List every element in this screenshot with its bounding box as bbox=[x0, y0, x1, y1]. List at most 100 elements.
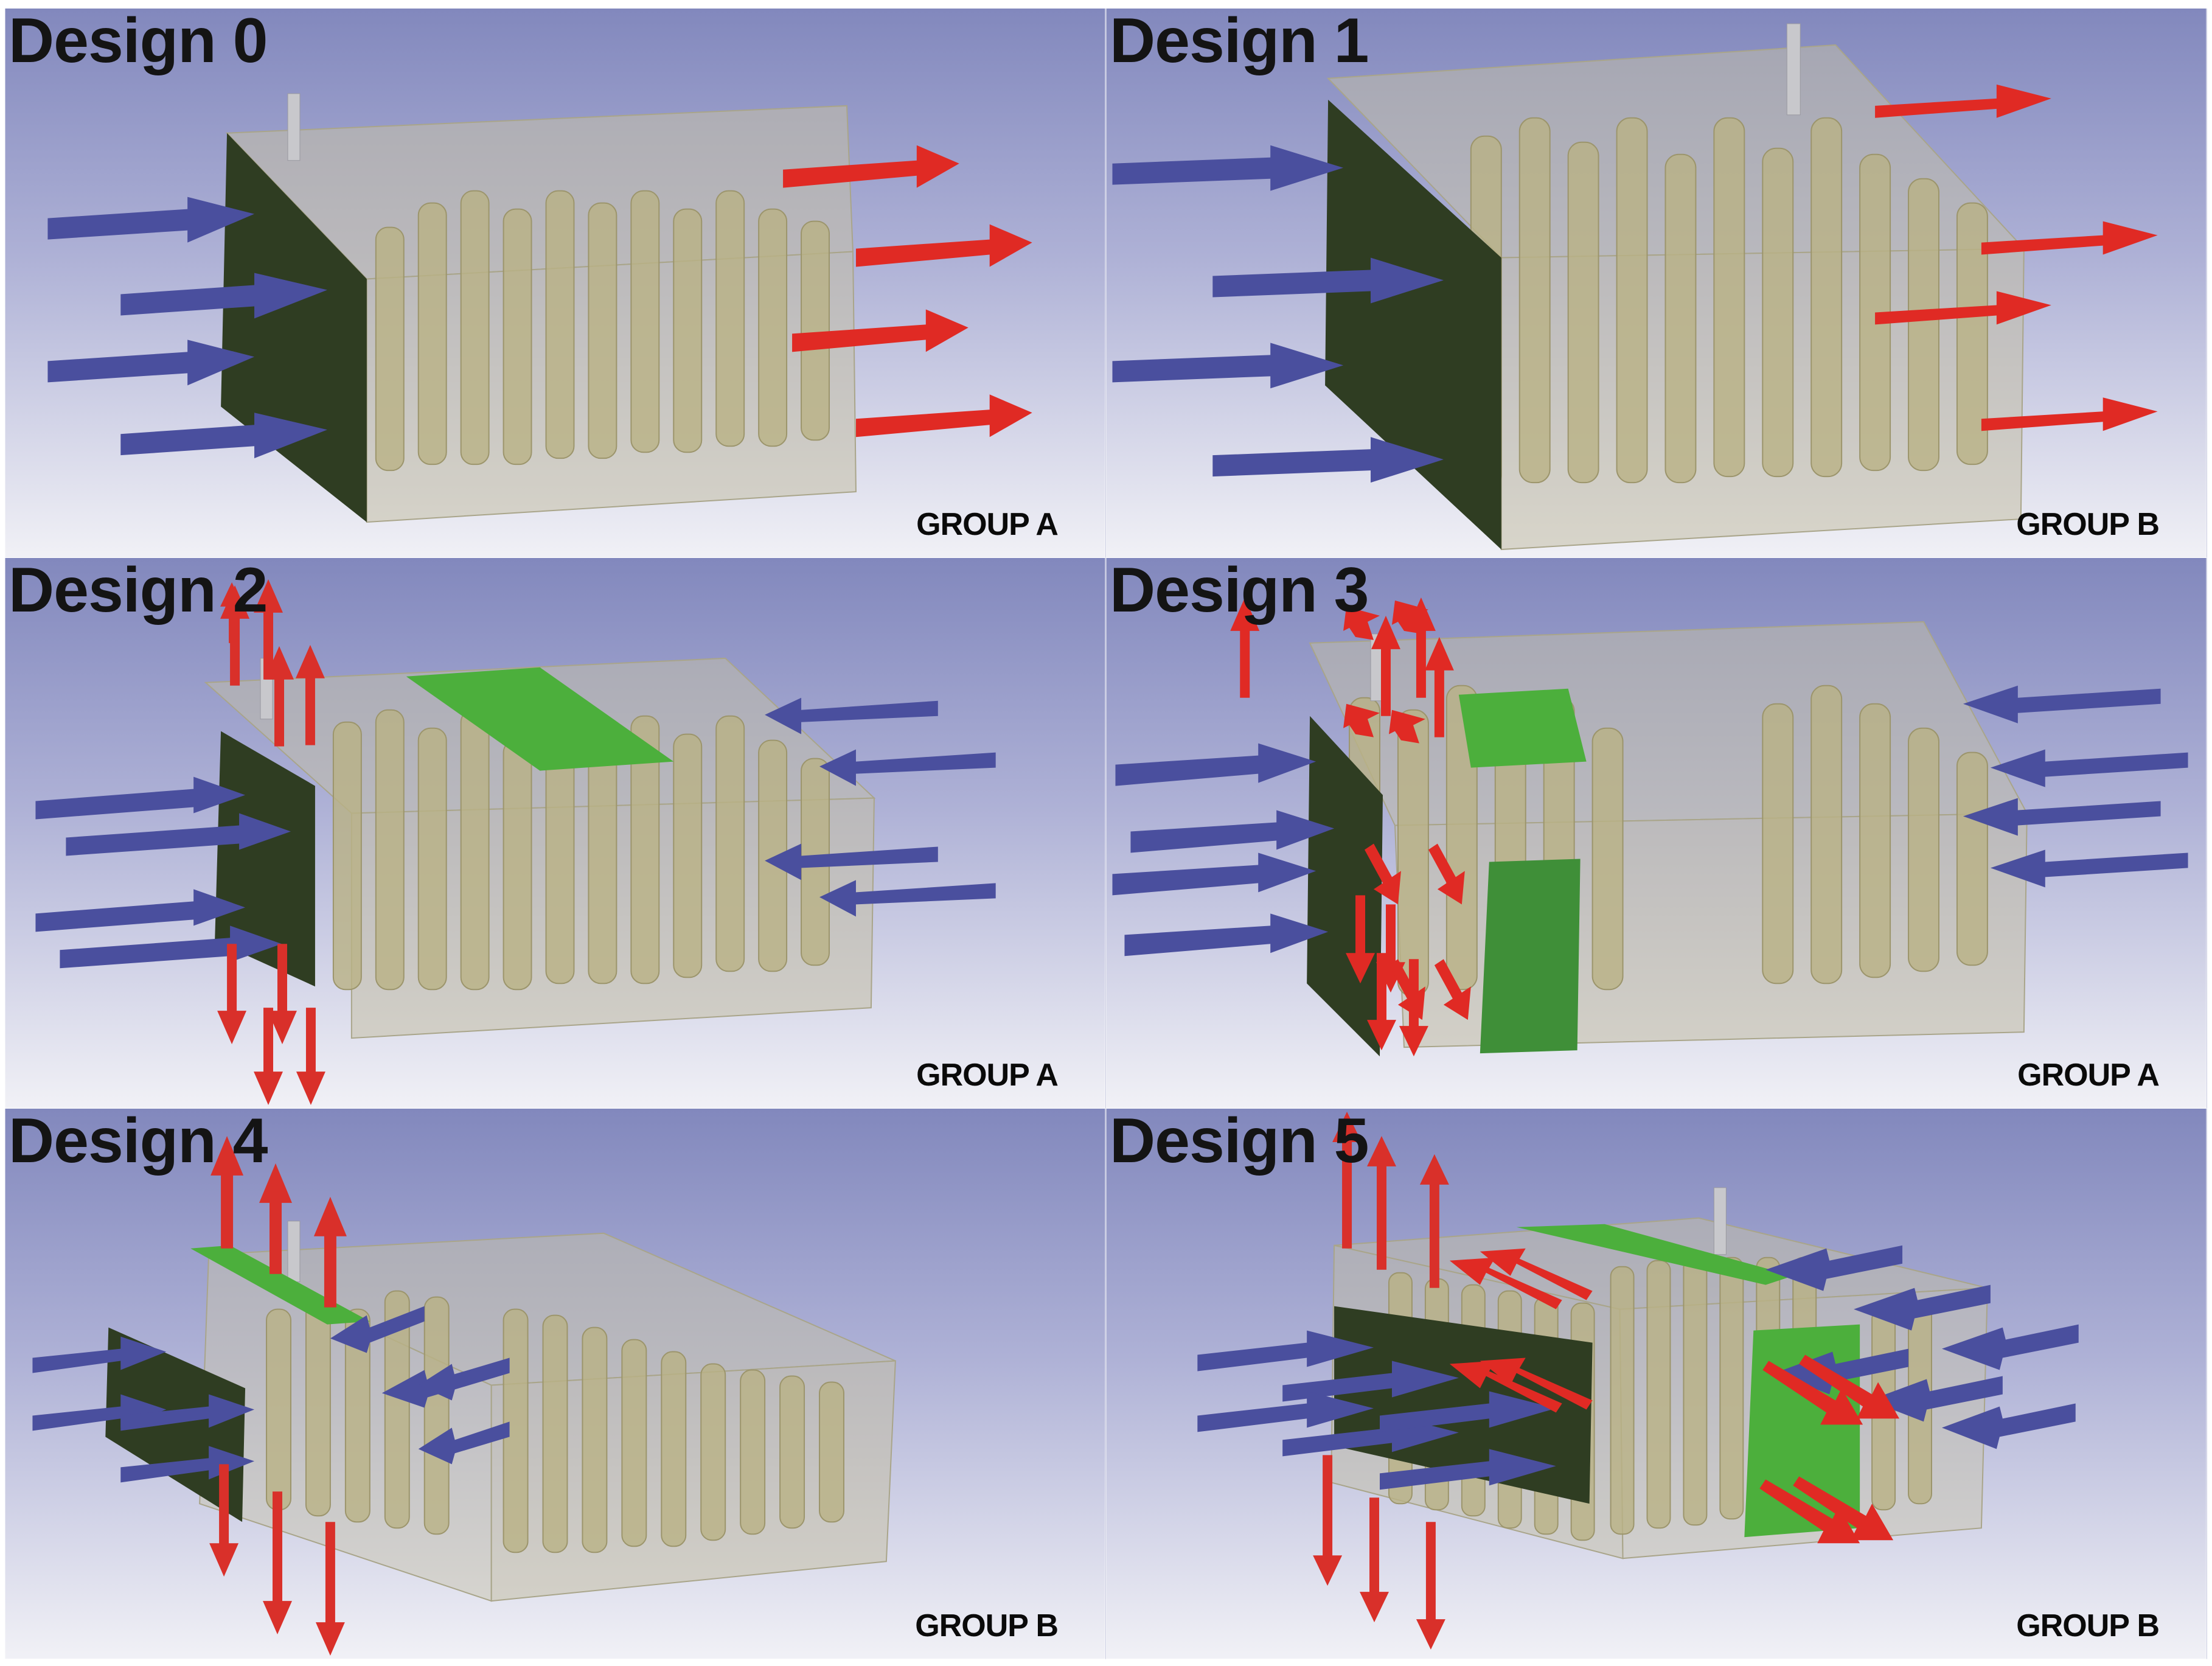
outflow-arrow bbox=[1793, 1476, 1894, 1541]
inflow-arrows bbox=[1197, 1245, 2079, 1490]
inflow-arrows bbox=[1112, 685, 2188, 957]
design-1-scene bbox=[1106, 9, 2207, 557]
outflow-arrow bbox=[265, 646, 294, 747]
outflow-arrow bbox=[1875, 291, 2051, 325]
tube-bank bbox=[375, 190, 830, 472]
inflow-arrow bbox=[66, 813, 291, 856]
outflow-arrow bbox=[1759, 1479, 1860, 1544]
outflow-arrow bbox=[1230, 597, 1260, 698]
design-2-scene bbox=[5, 558, 1105, 1108]
inflow-arrow bbox=[1963, 798, 2161, 836]
outflow-arrow bbox=[1981, 221, 2158, 255]
inflow-arrow bbox=[32, 1336, 167, 1373]
outflow-arrow bbox=[263, 1491, 292, 1635]
outflow-arrows bbox=[1313, 1111, 1449, 1650]
outflow-arrow bbox=[792, 309, 969, 352]
inflow-arrows bbox=[32, 1306, 510, 1483]
panel-title: Design 5 bbox=[1110, 1109, 1369, 1176]
panel-design-3: Design 3 GROUP A bbox=[1106, 558, 2207, 1109]
inflow-arrow bbox=[1765, 1245, 1903, 1291]
inflow-arrow bbox=[1869, 1376, 2003, 1422]
outflow-arrow bbox=[1762, 1361, 1863, 1425]
outflow-arrows bbox=[783, 145, 1032, 437]
inflow-arrow bbox=[60, 925, 282, 969]
panel-title: Design 4 bbox=[9, 1109, 268, 1176]
group-label: GROUP B bbox=[915, 1608, 1059, 1643]
outflow-arrow bbox=[855, 394, 1032, 437]
outlet-face-top bbox=[1516, 1224, 1793, 1285]
inflow-arrow bbox=[1124, 913, 1329, 957]
outflow-arrow bbox=[1799, 1354, 1900, 1419]
design-0-scene bbox=[5, 9, 1105, 557]
outflow-arrow bbox=[268, 944, 297, 1045]
outflow-arrow bbox=[254, 579, 283, 680]
panel-title: Design 3 bbox=[1110, 558, 1369, 626]
outflow-arrow bbox=[220, 585, 250, 686]
inflow-arrow bbox=[1212, 257, 1444, 304]
outflow-arrow bbox=[1365, 843, 1401, 905]
outflow-arrow bbox=[1391, 600, 1428, 634]
outflow-arrow bbox=[295, 644, 325, 745]
design-5-scene bbox=[1106, 1109, 2207, 1659]
inflow-arrow bbox=[1112, 343, 1344, 389]
inflow-arrow bbox=[765, 843, 938, 880]
inflow-arrow bbox=[1941, 1403, 2076, 1449]
tube-bank bbox=[266, 1290, 844, 1553]
outflow-arrow bbox=[209, 1464, 239, 1577]
inlet-face bbox=[1334, 1306, 1593, 1504]
outflow-arrow bbox=[1875, 84, 2051, 118]
design-figure: Design 0 GROUP A bbox=[5, 9, 2207, 1659]
outflow-arrow bbox=[1343, 703, 1380, 737]
panel-design-0: Design 0 GROUP A bbox=[5, 9, 1106, 558]
outflow-arrow bbox=[315, 1522, 345, 1656]
inflow-arrow bbox=[1990, 749, 2188, 787]
inflow-arrow bbox=[1112, 852, 1316, 896]
inflow-arrow bbox=[47, 340, 255, 386]
outflow-arrow bbox=[1419, 1154, 1449, 1288]
side-outflow-arrows bbox=[1449, 1248, 1900, 1544]
group-label: GROUP B bbox=[2016, 507, 2160, 542]
outflow-arrow bbox=[783, 145, 959, 188]
inflow-arrow bbox=[1197, 1391, 1374, 1432]
outflow-arrow bbox=[217, 944, 247, 1045]
inlet-face bbox=[1325, 99, 1501, 550]
outflow-arrow bbox=[1480, 1358, 1593, 1410]
outflow-arrows bbox=[1230, 597, 1471, 1057]
inflow-arrow bbox=[1115, 743, 1316, 786]
panel-title: Design 1 bbox=[1110, 9, 1369, 76]
inflow-arrow bbox=[418, 1421, 510, 1465]
inflow-arrow bbox=[1130, 810, 1335, 853]
outflow-arrow bbox=[1343, 606, 1380, 640]
outflow-arrow bbox=[1434, 959, 1471, 1020]
outlet-face-top bbox=[406, 667, 674, 771]
inflow-arrow bbox=[47, 197, 255, 243]
inflow-arrow bbox=[120, 273, 327, 319]
inflow-arrows bbox=[1112, 145, 1444, 483]
outflow-arrow bbox=[1367, 953, 1396, 1051]
inflow-arrow bbox=[1112, 145, 1344, 191]
panel-design-4: Design 4 GROUP B bbox=[5, 1109, 1106, 1659]
inflow-arrow bbox=[819, 749, 996, 786]
outflow-arrow bbox=[1449, 1257, 1562, 1309]
inflow-arrow bbox=[1990, 849, 2188, 888]
outflow-arrow bbox=[1424, 636, 1454, 737]
outflow-arrow bbox=[1332, 1111, 1362, 1249]
inflow-arrow bbox=[1380, 1449, 1556, 1490]
inflow-arrow bbox=[1963, 685, 2161, 723]
outflow-arrow bbox=[259, 1163, 292, 1274]
outflow-arrow bbox=[1981, 397, 2158, 431]
inflow-arrow bbox=[35, 889, 246, 932]
group-label: GROUP A bbox=[916, 507, 1059, 542]
group-label: GROUP B bbox=[2016, 1608, 2160, 1643]
inflow-arrow bbox=[35, 776, 246, 820]
inflow-arrows bbox=[35, 697, 996, 969]
outlet-face-top bbox=[1458, 688, 1587, 768]
outflow-arrow bbox=[296, 1008, 325, 1106]
inlet-pipe bbox=[1713, 1187, 1727, 1255]
outflow-arrow bbox=[313, 1196, 347, 1308]
inlet-pipe bbox=[1786, 23, 1801, 116]
panel-title: Design 2 bbox=[9, 558, 268, 626]
design-3-scene bbox=[1106, 558, 2207, 1108]
group-label: GROUP A bbox=[916, 1058, 1059, 1093]
inlet-pipe bbox=[287, 93, 301, 161]
